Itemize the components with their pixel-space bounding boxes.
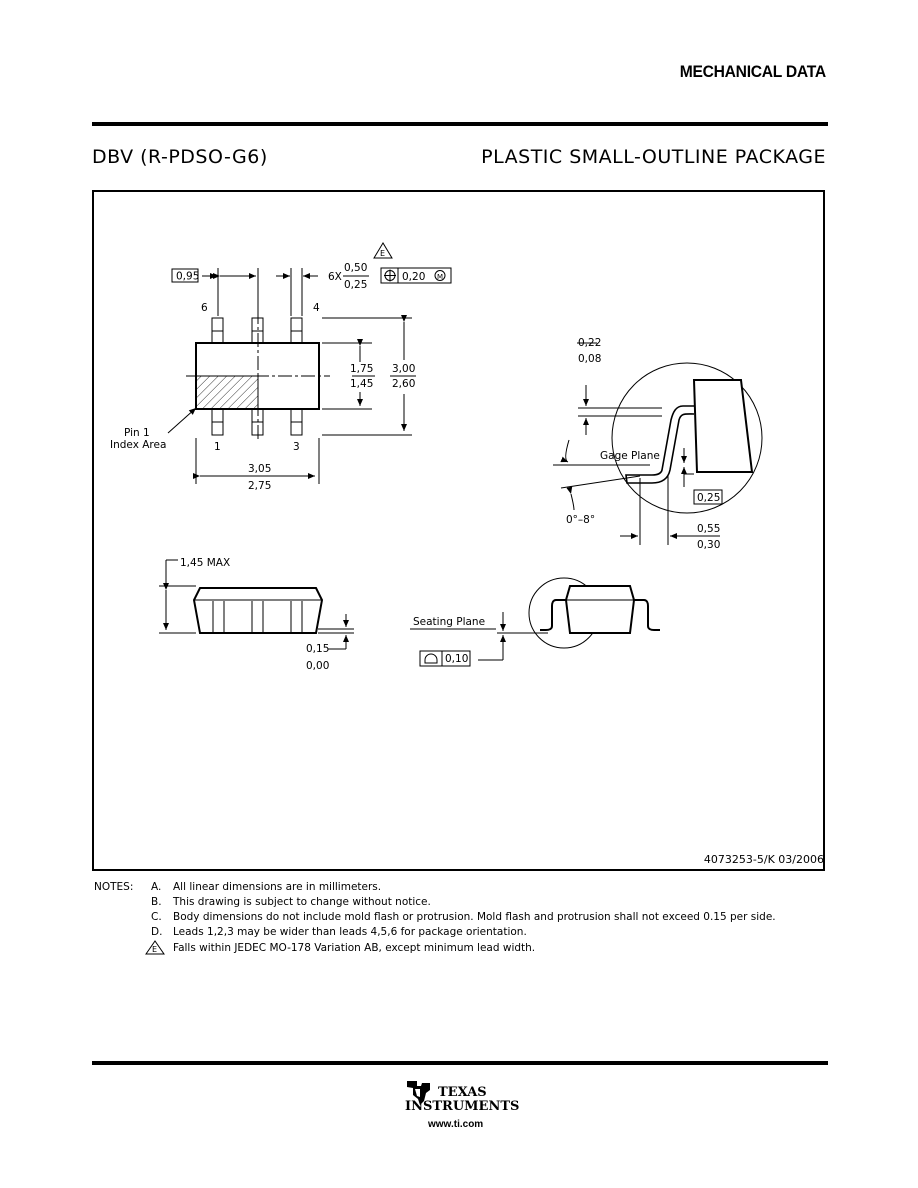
note-text: This drawing is subject to change withou… [173,896,431,908]
bottom-rule [92,1061,828,1065]
svg-text:4: 4 [313,302,320,314]
svg-text:E: E [380,249,385,258]
top-rule [92,122,828,126]
drawing-document-id: 4073253-5/K 03/2006 [703,853,824,866]
svg-text:0,95: 0,95 [176,271,199,283]
svg-text:0,25: 0,25 [344,279,367,291]
note-text: Falls within JEDEC MO-178 Variation AB, … [173,942,536,954]
end-view-labels: Seating Plane 0,10 [413,616,485,665]
note-item: B. This drawing is subject to change with… [151,895,431,910]
svg-text:1,45 MAX: 1,45 MAX [180,557,230,569]
svg-text:0,08: 0,08 [578,353,601,365]
svg-text:0,22: 0,22 [578,337,601,349]
svg-text:0,20: 0,20 [402,271,425,283]
package-code: DBV (R-PDSO-G6) [92,146,268,168]
note-item: D. Leads 1,2,3 may be wider than leads 4,… [151,925,527,940]
lead-detail-view [553,342,763,545]
note-text: Leads 1,2,3 may be wider than leads 4,5,… [173,926,527,938]
end-view [410,577,660,667]
note-key: A. [151,881,162,893]
svg-text:0,00: 0,00 [306,660,329,672]
note-item: E Falls within JEDEC MO-178 Variation AB… [145,940,536,956]
svg-text:2,60: 2,60 [392,378,415,390]
svg-text:1,75: 1,75 [350,363,373,375]
top-view [167,242,452,484]
side-view-labels: 1,45 MAX 0,15 0,00 [180,557,329,672]
note-flag-icon [145,940,165,955]
svg-text:0,30: 0,30 [697,539,720,551]
note-text: Body dimensions do not include mold flas… [173,911,776,923]
svg-text:1: 1 [214,441,221,453]
svg-text:0,15: 0,15 [306,643,329,655]
svg-text:6: 6 [201,302,208,314]
note-key: C. [151,911,162,923]
note-key: D. [151,926,163,938]
note-text: All linear dimensions are in millimeters… [173,881,382,893]
ti-logo-icon [407,1081,430,1105]
notes-label: NOTES: [94,881,134,893]
svg-text:3,05: 3,05 [248,463,271,475]
svg-text:3,00: 3,00 [392,363,415,375]
svg-text:0°–8°: 0°–8° [566,514,595,526]
svg-text:Gage Plane: Gage Plane [600,450,660,462]
top-view-labels: 0,95 6X 0,50 0,25 E 0,20 M 6 4 1 3 Pin 1… [110,249,443,492]
svg-text:2,75: 2,75 [248,480,271,492]
svg-text:Seating Plane: Seating Plane [413,616,485,628]
svg-text:1,45: 1,45 [350,378,373,390]
side-view [159,559,354,650]
note-item: A. All linear dimensions are in millimete… [151,880,381,895]
svg-text:0,10: 0,10 [445,653,468,665]
package-description: PLASTIC SMALL-OUTLINE PACKAGE [481,146,826,168]
ti-website: www.ti.com [428,1119,484,1130]
lead-detail-labels: 0,22 0,08 Gage Plane 0,25 0°–8° 0,55 0,3… [566,337,720,551]
svg-text:Index Area: Index Area [110,439,166,451]
svg-text:3: 3 [293,441,300,453]
drawing-frame [92,190,825,871]
svg-text:M: M [437,273,443,281]
svg-text:0,50: 0,50 [344,262,367,274]
note-key: B. [151,896,162,908]
ti-brand-line1: TEXAS [438,1085,487,1100]
svg-text:0,55: 0,55 [697,523,720,535]
mechanical-drawing: 0,95 6X 0,50 0,25 E 0,20 M 6 4 1 3 Pin 1… [110,242,763,672]
svg-text:Pin 1: Pin 1 [124,427,150,439]
page-header-title: MECHANICAL DATA [679,62,826,81]
svg-text:0,25: 0,25 [697,492,720,504]
ti-brand-line2: INSTRUMENTS [405,1099,520,1114]
note-item: C. Body dimensions do not include mold fl… [151,910,776,925]
svg-text:6X: 6X [328,271,342,283]
